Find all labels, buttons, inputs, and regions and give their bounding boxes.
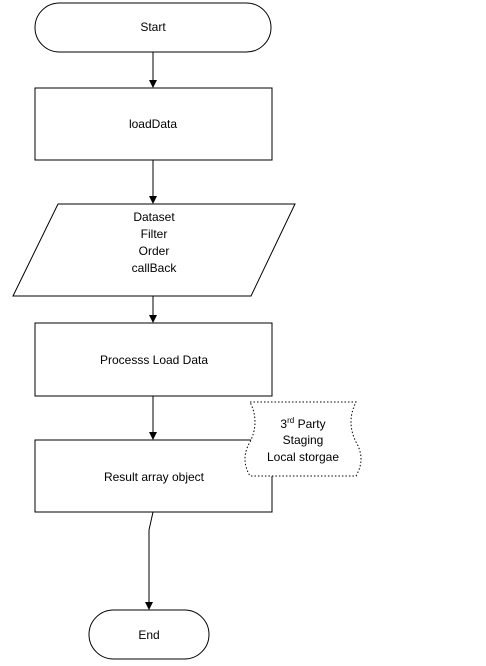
storage-line-local-storage: Local storgae [267,450,339,464]
storage-line1-superscript: rd [287,416,294,425]
io-line-callback: callBack [132,261,178,275]
process-label: Processs Load Data [100,353,208,367]
process-load-data: Processs Load Data [34,322,273,397]
storage-line1-suffix: Party [294,417,325,431]
load-data-process: loadData [34,87,273,161]
start-terminator: Start [34,2,272,53]
storage-line1-prefix: 3 [280,417,287,431]
result-label: Result array object [104,470,205,484]
end-terminator: End [88,609,210,660]
start-label: Start [140,20,166,34]
arrow-result-to-end [145,511,154,610]
io-line-order: Order [139,244,170,258]
stored-data-storage: 3rd Party Staging Local storgae [244,401,362,477]
result-array-object: Result array object [34,439,273,513]
io-line-filter: Filter [141,227,168,241]
load-data-label: loadData [129,117,177,131]
storage-line-staging: Staging [283,433,324,447]
io-line-dataset: Dataset [133,210,175,224]
storage-line-third-party: 3rd Party [280,416,325,431]
input-parameters-io: Dataset Filter Order callBack [12,203,296,297]
end-label: End [138,628,159,642]
